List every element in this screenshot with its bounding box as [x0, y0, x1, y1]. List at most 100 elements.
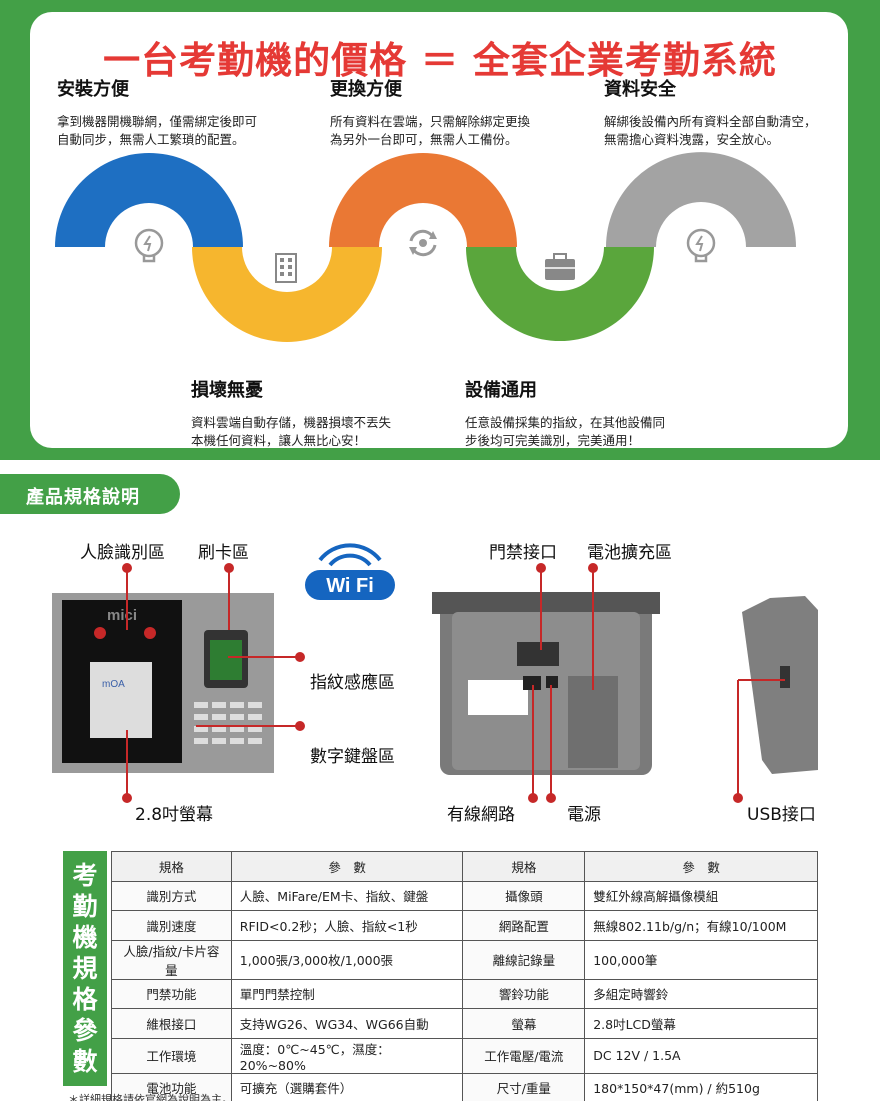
label-screen: 2.8吋螢幕 — [135, 805, 214, 825]
spec-value: DC 12V / 1.5A — [584, 1037, 818, 1074]
spec-key: 門禁功能 — [111, 978, 232, 1009]
feature-replace: 更換方便 所有資料在雲端，只需解除綁定更換為另外一台即可，無需人工備份。 — [330, 75, 530, 149]
label-keypad-area: 數字鍵盤區 — [310, 747, 395, 767]
feature-card — [30, 12, 848, 448]
spec-key: 工作電壓/電流 — [462, 1037, 586, 1074]
feature-install: 安裝方便 拿到機器開機聯網，僅需綁定後即可自動同步，無需人工繁瑣的配置。 — [57, 75, 257, 149]
feature-desc: 任意設備採集的指紋，在其他設備同 — [465, 415, 666, 430]
spec-value: 多組定時響鈴 — [584, 978, 818, 1009]
side-title-char: 規 — [72, 954, 98, 983]
brand-logo: mici — [107, 607, 137, 624]
green-arc — [466, 247, 654, 341]
wifi-icon: Wi Fi — [305, 543, 395, 600]
feature-desc: 自動同步，無需人工繁瑣的配置。 — [57, 132, 245, 147]
feature-desc: 所有資料在雲端，只需解除綁定更換 — [330, 114, 531, 129]
spec-key: 網路配置 — [462, 910, 586, 941]
spec-key: 識別速度 — [111, 910, 232, 941]
header-cell: 規格 — [111, 851, 232, 882]
feature-title: 設備通用 — [465, 380, 537, 401]
spec-key: 響鈴功能 — [462, 978, 586, 1009]
header-cell: 參 數 — [230, 851, 464, 882]
yellow-arc — [192, 247, 382, 342]
spec-value: 2.8吋LCD螢幕 — [584, 1008, 818, 1039]
label-wired-network: 有線網路 — [447, 805, 515, 825]
feature-wave-graphic — [55, 152, 796, 342]
spec-value: 單門門禁控制 — [230, 978, 464, 1009]
table-row: 維根接口 支持WG26、WG34、WG66自動 螢幕 2.8吋LCD螢幕 — [111, 1008, 818, 1039]
bulb-icon — [134, 228, 164, 263]
side-device — [742, 596, 818, 774]
spec-value: RFID<0.2秒；人臉、指紋<1秒 — [230, 910, 464, 941]
header-cell: 參 數 — [584, 851, 818, 882]
feature-desc: 解綁後設備內所有資料全部自動清空， — [604, 114, 817, 129]
feature-universal: 設備通用 任意設備採集的指紋，在其他設備同步後均可完美識別，完美通用！ — [465, 376, 665, 450]
rear-device — [432, 592, 660, 775]
screen-logo: mOA — [102, 679, 125, 690]
label-usb-port: USB接口 — [747, 805, 816, 825]
feature-desc: 步後均可完美識別，完美通用！ — [465, 433, 641, 448]
side-title-char: 格 — [72, 985, 98, 1014]
building-icon — [275, 253, 297, 283]
gray-arc — [606, 152, 796, 247]
spec-key: 電池功能 — [111, 1072, 232, 1101]
feature-title: 更換方便 — [330, 79, 402, 100]
spec-table: 規格 參 數 規格 參 數 識別方式 人臉、MiFare/EM卡、指紋、鍵盤 攝… — [111, 851, 818, 1101]
table-row: 人臉/指紋/卡片容量 1,000張/3,000枚/1,000張 離線記錄量 10… — [111, 939, 818, 980]
side-title-char: 考 — [72, 861, 98, 890]
blue-arc — [55, 153, 243, 247]
label-door-port: 門禁接口 — [489, 543, 557, 563]
table-side-title: 考 勤 機 規 格 參 數 — [63, 851, 107, 1086]
spec-value: 1,000張/3,000枚/1,000張 — [230, 939, 464, 980]
spec-key: 維根接口 — [111, 1008, 232, 1039]
feature-desc: 無需擔心資料洩露，安全放心。 — [604, 132, 780, 147]
spec-key: 離線記錄量 — [462, 939, 586, 980]
spec-value: 溫度：0℃~45℃，濕度：20%~80% — [230, 1037, 464, 1074]
footnote: ＊詳細規格請依官網為說明為主。 — [68, 1093, 233, 1101]
side-title-char: 數 — [72, 1047, 98, 1076]
header-cell: 規格 — [462, 851, 586, 882]
spec-key: 識別方式 — [111, 880, 232, 911]
side-title-char: 勤 — [72, 892, 98, 921]
label-power: 電源 — [567, 805, 601, 825]
spec-key: 工作環境 — [111, 1037, 232, 1074]
label-card-area: 刷卡區 — [198, 543, 249, 563]
orange-arc — [329, 153, 517, 247]
spec-value: 雙紅外線高解攝像模組 — [584, 880, 818, 911]
feature-desc: 拿到機器開機聯網，僅需綁定後即可 — [57, 114, 258, 129]
table-row: 識別方式 人臉、MiFare/EM卡、指紋、鍵盤 攝像頭 雙紅外線高解攝像模組 — [111, 880, 818, 911]
feature-title: 資料安全 — [604, 79, 676, 100]
spec-value: 支持WG26、WG34、WG66自動 — [230, 1008, 464, 1039]
feature-desc: 為另外一台即可，無需人工備份。 — [330, 132, 518, 147]
feature-desc: 資料雲端自動存儲，機器損壞不丟失 — [191, 415, 392, 430]
spec-section-header: 產品規格說明 — [0, 474, 180, 514]
device-illustration: mici mOA Wi Fi — [52, 543, 818, 803]
feature-title: 損壞無憂 — [191, 380, 263, 401]
table-row: 工作環境 溫度：0℃~45℃，濕度：20%~80% 工作電壓/電流 DC 12V… — [111, 1037, 818, 1074]
spec-key: 人臉/指紋/卡片容量 — [111, 939, 232, 980]
spec-value: 無線802.11b/g/n；有線10/100M — [584, 910, 818, 941]
side-title-char: 參 — [72, 1016, 98, 1045]
table-row: 識別速度 RFID<0.2秒；人臉、指紋<1秒 網路配置 無線802.11b/g… — [111, 910, 818, 941]
sync-icon — [409, 229, 437, 257]
spec-value: 人臉、MiFare/EM卡、指紋、鍵盤 — [230, 880, 464, 911]
spec-value: 180*150*47(mm) / 約510g — [584, 1072, 818, 1101]
label-fingerprint-area: 指紋感應區 — [310, 673, 395, 693]
spec-key: 攝像頭 — [462, 880, 586, 911]
bulb-icon — [686, 228, 716, 263]
headline: 一台考勤機的價格 ＝ 全套企業考勤系統 — [103, 39, 777, 82]
table-row: 電池功能 可擴充（選購套件） 尺寸/重量 180*150*47(mm) / 約5… — [111, 1072, 818, 1101]
briefcase-icon — [545, 253, 575, 280]
spec-value: 100,000筆 — [584, 939, 818, 980]
side-title-char: 機 — [72, 923, 98, 952]
feature-security: 資料安全 解綁後設備內所有資料全部自動清空， 無需擔心資料洩露，安全放心。 — [604, 75, 817, 149]
spec-value: 可擴充（選購套件） — [230, 1072, 464, 1101]
table-row: 門禁功能 單門門禁控制 響鈴功能 多組定時響鈴 — [111, 978, 818, 1009]
label-face-area: 人臉識別區 — [80, 543, 165, 563]
feature-title: 安裝方便 — [57, 79, 129, 100]
table-header-row: 規格 參 數 規格 參 數 — [111, 851, 818, 882]
feature-damage: 損壞無憂 資料雲端自動存儲，機器損壞不丟失本機任何資料，讓人無比心安！ — [191, 376, 391, 450]
wifi-label: Wi Fi — [326, 575, 374, 597]
label-battery-area: 電池擴充區 — [587, 543, 672, 563]
feature-desc: 本機任何資料，讓人無比心安！ — [191, 433, 367, 448]
spec-key: 尺寸/重量 — [462, 1072, 586, 1101]
